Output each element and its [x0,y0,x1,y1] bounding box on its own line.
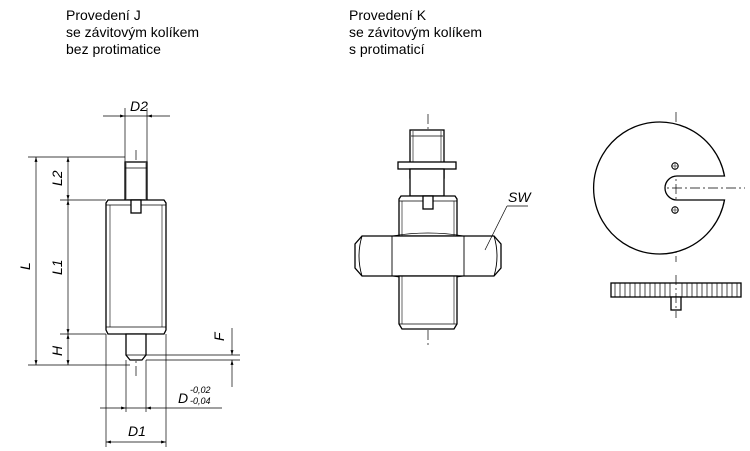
label-d-tolerance-upper: -0,02 [190,385,211,395]
label-d-tolerance-lower: -0,04 [190,396,211,406]
label-sw: SW [508,189,532,205]
caption-version-j: Provedení J se závitovým kolíkem bez pro… [66,7,199,58]
label-h: H [49,345,65,356]
label-l: L [17,262,33,270]
label-f: F [211,331,227,341]
caption-k-line-2: se závitovým kolíkem [349,24,483,40]
caption-j-line-1: Provedení J [66,7,141,23]
label-d: D [178,390,188,406]
drawing-version-j [28,108,240,447]
caption-version-k: Provedení K se závitovým kolíkem s proti… [349,7,482,58]
label-d2: D2 [130,98,148,114]
label-l1: L1 [49,259,65,275]
caption-k-line-3: s protimaticí [349,41,425,57]
caption-j-line-2: se závitovým kolíkem [66,24,200,40]
drawing-washer [592,112,745,318]
drawing-version-k [354,114,528,345]
label-d1: D1 [128,423,146,439]
label-l2: L2 [49,170,65,186]
caption-k-line-1: Provedení K [349,7,427,23]
caption-j-line-3: bez protimatice [66,41,161,57]
